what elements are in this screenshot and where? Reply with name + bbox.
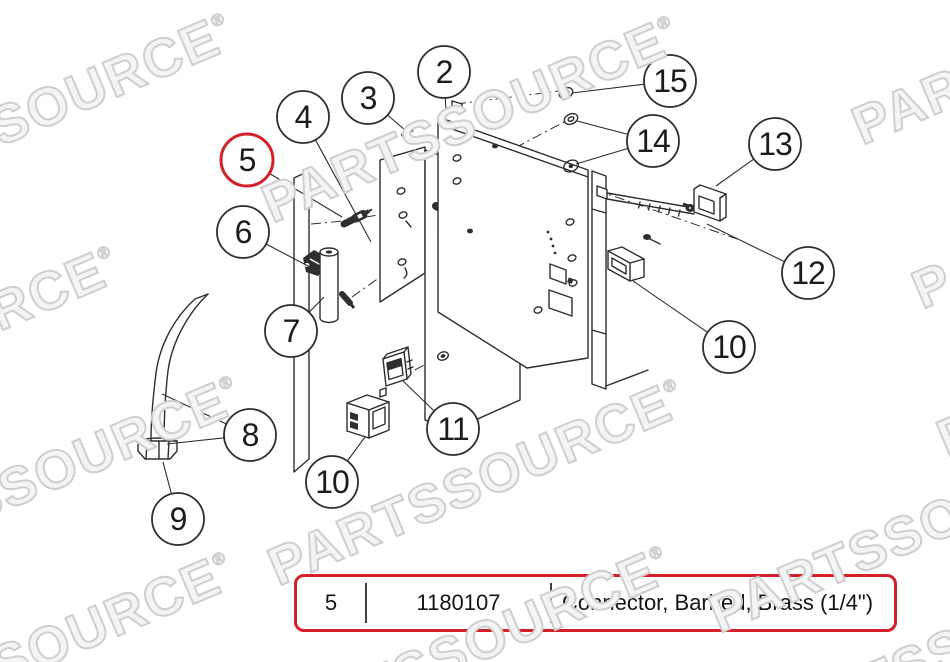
callout-13[interactable]: 13 [715, 117, 802, 187]
leader-line [576, 120, 629, 135]
callout-7[interactable]: 7 [264, 296, 325, 358]
leader-line [575, 147, 629, 165]
leader-line [571, 83, 645, 94]
callout-number: 3 [360, 80, 377, 116]
callout-10[interactable]: 10 [305, 436, 366, 509]
clamp-bracket [607, 234, 661, 282]
callout-10[interactable]: 10 [632, 280, 756, 374]
callout-11[interactable]: 11 [402, 380, 480, 456]
leader-line [162, 461, 172, 495]
callout-number: 2 [436, 54, 453, 90]
callout-4[interactable]: 4 [276, 90, 372, 243]
callout-circle[interactable] [643, 54, 697, 108]
callout-number: 6 [235, 214, 252, 250]
callout-number: 15 [653, 63, 687, 99]
callout-circle[interactable] [264, 304, 318, 358]
callout-14[interactable]: 14 [575, 114, 680, 168]
holes-panel [379, 146, 426, 303]
mounting-rod [606, 192, 695, 217]
callout-circle[interactable] [276, 90, 330, 144]
callout-number: 5 [239, 142, 256, 178]
hex-nut [137, 437, 178, 460]
callout-number: 7 [283, 313, 300, 349]
table-divider [550, 583, 552, 623]
callout-circle[interactable] [417, 45, 471, 99]
callout-2[interactable]: 2 [417, 45, 471, 113]
callout-circle[interactable] [626, 114, 680, 168]
leader-line [308, 296, 325, 313]
callout-number: 4 [295, 99, 312, 135]
back-panel [437, 100, 589, 369]
leader-line [314, 139, 372, 243]
small-screw [401, 128, 414, 138]
callout-number: 14 [636, 123, 670, 159]
cylinder-fitting [319, 247, 356, 324]
callout-circle[interactable] [151, 492, 205, 546]
callout-circle[interactable] [216, 205, 270, 259]
callout-circle[interactable] [426, 402, 480, 456]
leader-line [402, 380, 435, 412]
leader-line [632, 280, 708, 333]
callout-circle[interactable] [223, 408, 277, 462]
leader-line [265, 243, 311, 268]
callout-15[interactable]: 15 [571, 54, 697, 108]
part-description: Connector, Barbed, Brass (1/4") [562, 590, 874, 615]
callout-circle[interactable] [305, 455, 359, 509]
callout-circle[interactable] [748, 117, 802, 171]
callout-number: 11 [437, 411, 468, 447]
callout-8[interactable]: 8 [161, 393, 277, 462]
callout-number: 10 [712, 329, 746, 365]
lock-washers [558, 86, 579, 173]
callout-number: 12 [791, 255, 825, 291]
switch-housing [346, 387, 390, 439]
part-item-number: 5 [324, 590, 338, 615]
side-bracket-panel [591, 170, 649, 390]
leader-line [161, 393, 227, 425]
connector-block [682, 184, 727, 222]
leader-line [166, 437, 225, 445]
callout-number: 10 [315, 464, 349, 500]
part-number: 1180107 [416, 590, 501, 615]
leader-line [387, 114, 407, 132]
callout-circle[interactable] [702, 320, 756, 374]
leader-line [346, 436, 366, 462]
leader-line [706, 223, 785, 263]
callout-circle[interactable] [341, 71, 395, 125]
callout-9[interactable]: 9 [151, 461, 205, 546]
leader-line [269, 172, 343, 218]
part-table-row[interactable]: 5 1180107 Connector, Barbed, Brass (1/4"… [294, 574, 897, 632]
leader-line [444, 97, 447, 113]
callout-layer: 2 3 4 5 6 7 8 9 10 11 10 12 13 14 15 [151, 45, 835, 546]
hose [150, 293, 209, 442]
callout-3[interactable]: 3 [341, 71, 407, 132]
rocker-switch [382, 346, 414, 387]
table-divider [365, 583, 367, 623]
leader-line [715, 158, 755, 187]
callout-number: 9 [170, 501, 187, 537]
callout-circle-highlighted[interactable] [219, 132, 275, 188]
callout-6[interactable]: 6 [216, 205, 311, 268]
grommet [436, 351, 450, 361]
callout-5[interactable]: 5 [219, 132, 343, 218]
callout-number: 8 [242, 417, 259, 453]
callout-12[interactable]: 12 [706, 223, 835, 300]
callout-number: 13 [758, 126, 792, 162]
callout-circle[interactable] [781, 246, 835, 300]
